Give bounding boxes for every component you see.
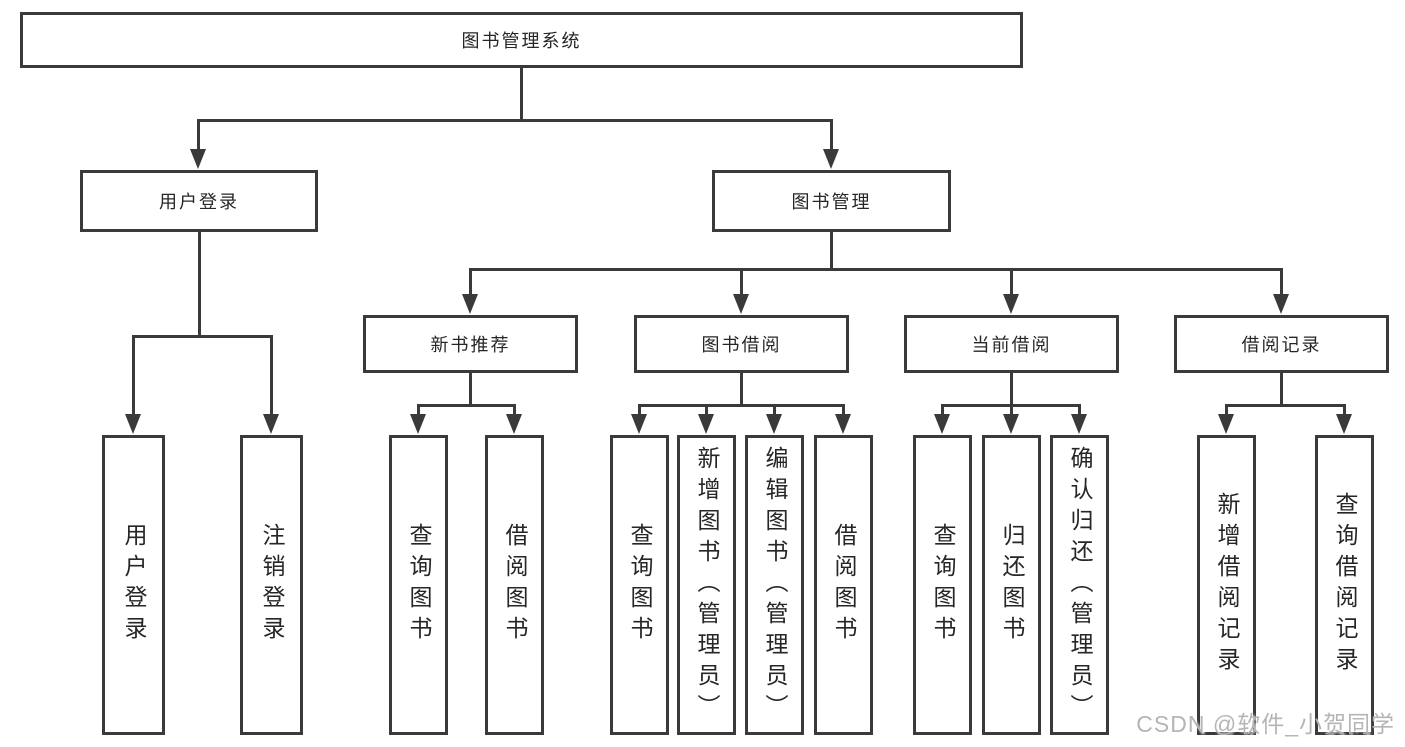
leaf-query-books-current: 查询图书 (913, 435, 972, 735)
arrowhead-icon (1273, 294, 1289, 314)
connector-user-login-rail (132, 335, 273, 338)
connector-leaf-drop (705, 404, 708, 417)
node-new-book-recommend-label: 新书推荐 (430, 335, 511, 355)
node-book-management: 图书管理 (712, 170, 951, 232)
leaf-add-borrow-record: 新增借阅记录 (1197, 435, 1256, 735)
connector-leaf-drop (941, 404, 944, 417)
leaf-label: 归还图书 (999, 523, 1025, 647)
connector-group-rail (417, 404, 516, 407)
connector-level2-rail (197, 119, 833, 122)
arrowhead-icon (766, 414, 782, 434)
node-new-book-recommend: 新书推荐 (363, 315, 578, 373)
leaf-edit-books-admin: 编辑图书（管理员） (745, 435, 804, 735)
connector-leaf-drop (842, 404, 845, 417)
connector-leaf-drop (638, 404, 641, 417)
arrowhead-icon (835, 414, 851, 434)
arrowhead-icon (1003, 294, 1019, 314)
connector-leaf-drop (1225, 404, 1228, 417)
leaf-borrow-books: 借阅图书 (814, 435, 873, 735)
leaf-add-books-admin: 新增图书（管理员） (677, 435, 736, 735)
leaf-query-books-recommend: 查询图书 (389, 435, 448, 735)
connector-level3-drop (469, 268, 472, 296)
node-current-borrow: 当前借阅 (904, 315, 1119, 373)
node-borrow-records: 借阅记录 (1174, 315, 1389, 373)
arrowhead-icon (733, 294, 749, 314)
leaf-label: 编辑图书（管理员） (762, 445, 788, 725)
leaf-label: 新增图书（管理员） (694, 445, 720, 725)
arrowhead-icon (1071, 414, 1087, 434)
connector-group-stub (740, 371, 743, 407)
connector-group-stub (1010, 371, 1013, 407)
connector-level3-drop (1010, 268, 1013, 296)
connector-leaf-drop (1078, 404, 1081, 417)
arrowhead-icon (1003, 414, 1019, 434)
connector-leaf-drop (1010, 404, 1013, 417)
connector-level3-drop (1280, 268, 1283, 296)
leaf-logout: 注销登录 (240, 435, 303, 735)
leaf-label: 查询图书 (627, 523, 653, 647)
node-borrow-records-label: 借阅记录 (1241, 335, 1322, 355)
connector-level3-rail (469, 268, 1283, 271)
arrowhead-icon (631, 414, 647, 434)
connector-leaf-drop (270, 335, 273, 416)
leaf-query-borrow-record: 查询借阅记录 (1315, 435, 1374, 735)
leaf-label: 查询图书 (930, 523, 956, 647)
arrowhead-icon (410, 414, 426, 434)
leaf-label: 确认归还（管理员） (1067, 445, 1093, 725)
arrowhead-icon (934, 414, 950, 434)
connector-user-login-stub (198, 230, 201, 337)
connector-group-rail (638, 404, 845, 407)
node-user-login-label: 用户登录 (159, 192, 239, 212)
connector-book-mgmt-drop (830, 119, 833, 151)
arrowhead-icon (462, 294, 478, 314)
arrowhead-icon (125, 414, 141, 434)
leaf-label: 注销登录 (259, 523, 285, 647)
connector-user-login-drop (197, 119, 200, 151)
connector-leaf-drop (1343, 404, 1346, 417)
leaf-label: 用户登录 (121, 523, 147, 647)
arrowhead-icon (190, 149, 206, 169)
connector-leaf-drop (132, 335, 135, 416)
connector-group-stub (469, 371, 472, 407)
leaf-label: 借阅图书 (502, 523, 528, 647)
leaf-return-books: 归还图书 (982, 435, 1041, 735)
connector-leaf-drop (417, 404, 420, 417)
connector-root-stub (520, 66, 523, 122)
connector-group-stub (1280, 371, 1283, 407)
leaf-borrow-books-recommend: 借阅图书 (485, 435, 544, 735)
arrowhead-icon (823, 149, 839, 169)
node-book-borrow-label: 图书借阅 (701, 335, 782, 355)
connector-leaf-drop (773, 404, 776, 417)
arrowhead-icon (263, 414, 279, 434)
node-user-login: 用户登录 (80, 170, 318, 232)
csdn-watermark: CSDN @软件_小贺同学 (1136, 711, 1395, 737)
leaf-label: 新增借阅记录 (1214, 492, 1240, 678)
node-root: 图书管理系统 (20, 12, 1023, 68)
arrowhead-icon (506, 414, 522, 434)
node-root-label: 图书管理系统 (461, 31, 582, 51)
arrowhead-icon (1218, 414, 1234, 434)
leaf-confirm-return-admin: 确认归还（管理员） (1050, 435, 1109, 735)
leaf-label: 查询借阅记录 (1332, 492, 1358, 678)
leaf-label: 借阅图书 (831, 523, 857, 647)
node-current-borrow-label: 当前借阅 (971, 335, 1052, 355)
leaf-query-books-borrow: 查询图书 (610, 435, 669, 735)
node-book-borrow: 图书借阅 (634, 315, 849, 373)
connector-book-mgmt-stub (830, 230, 833, 271)
leaf-label: 查询图书 (406, 523, 432, 647)
node-book-management-label: 图书管理 (791, 192, 872, 212)
connector-leaf-drop (513, 404, 516, 417)
arrowhead-icon (698, 414, 714, 434)
connector-level3-drop (740, 268, 743, 296)
leaf-user-login: 用户登录 (102, 435, 165, 735)
arrowhead-icon (1336, 414, 1352, 434)
connector-group-rail (1225, 404, 1346, 407)
